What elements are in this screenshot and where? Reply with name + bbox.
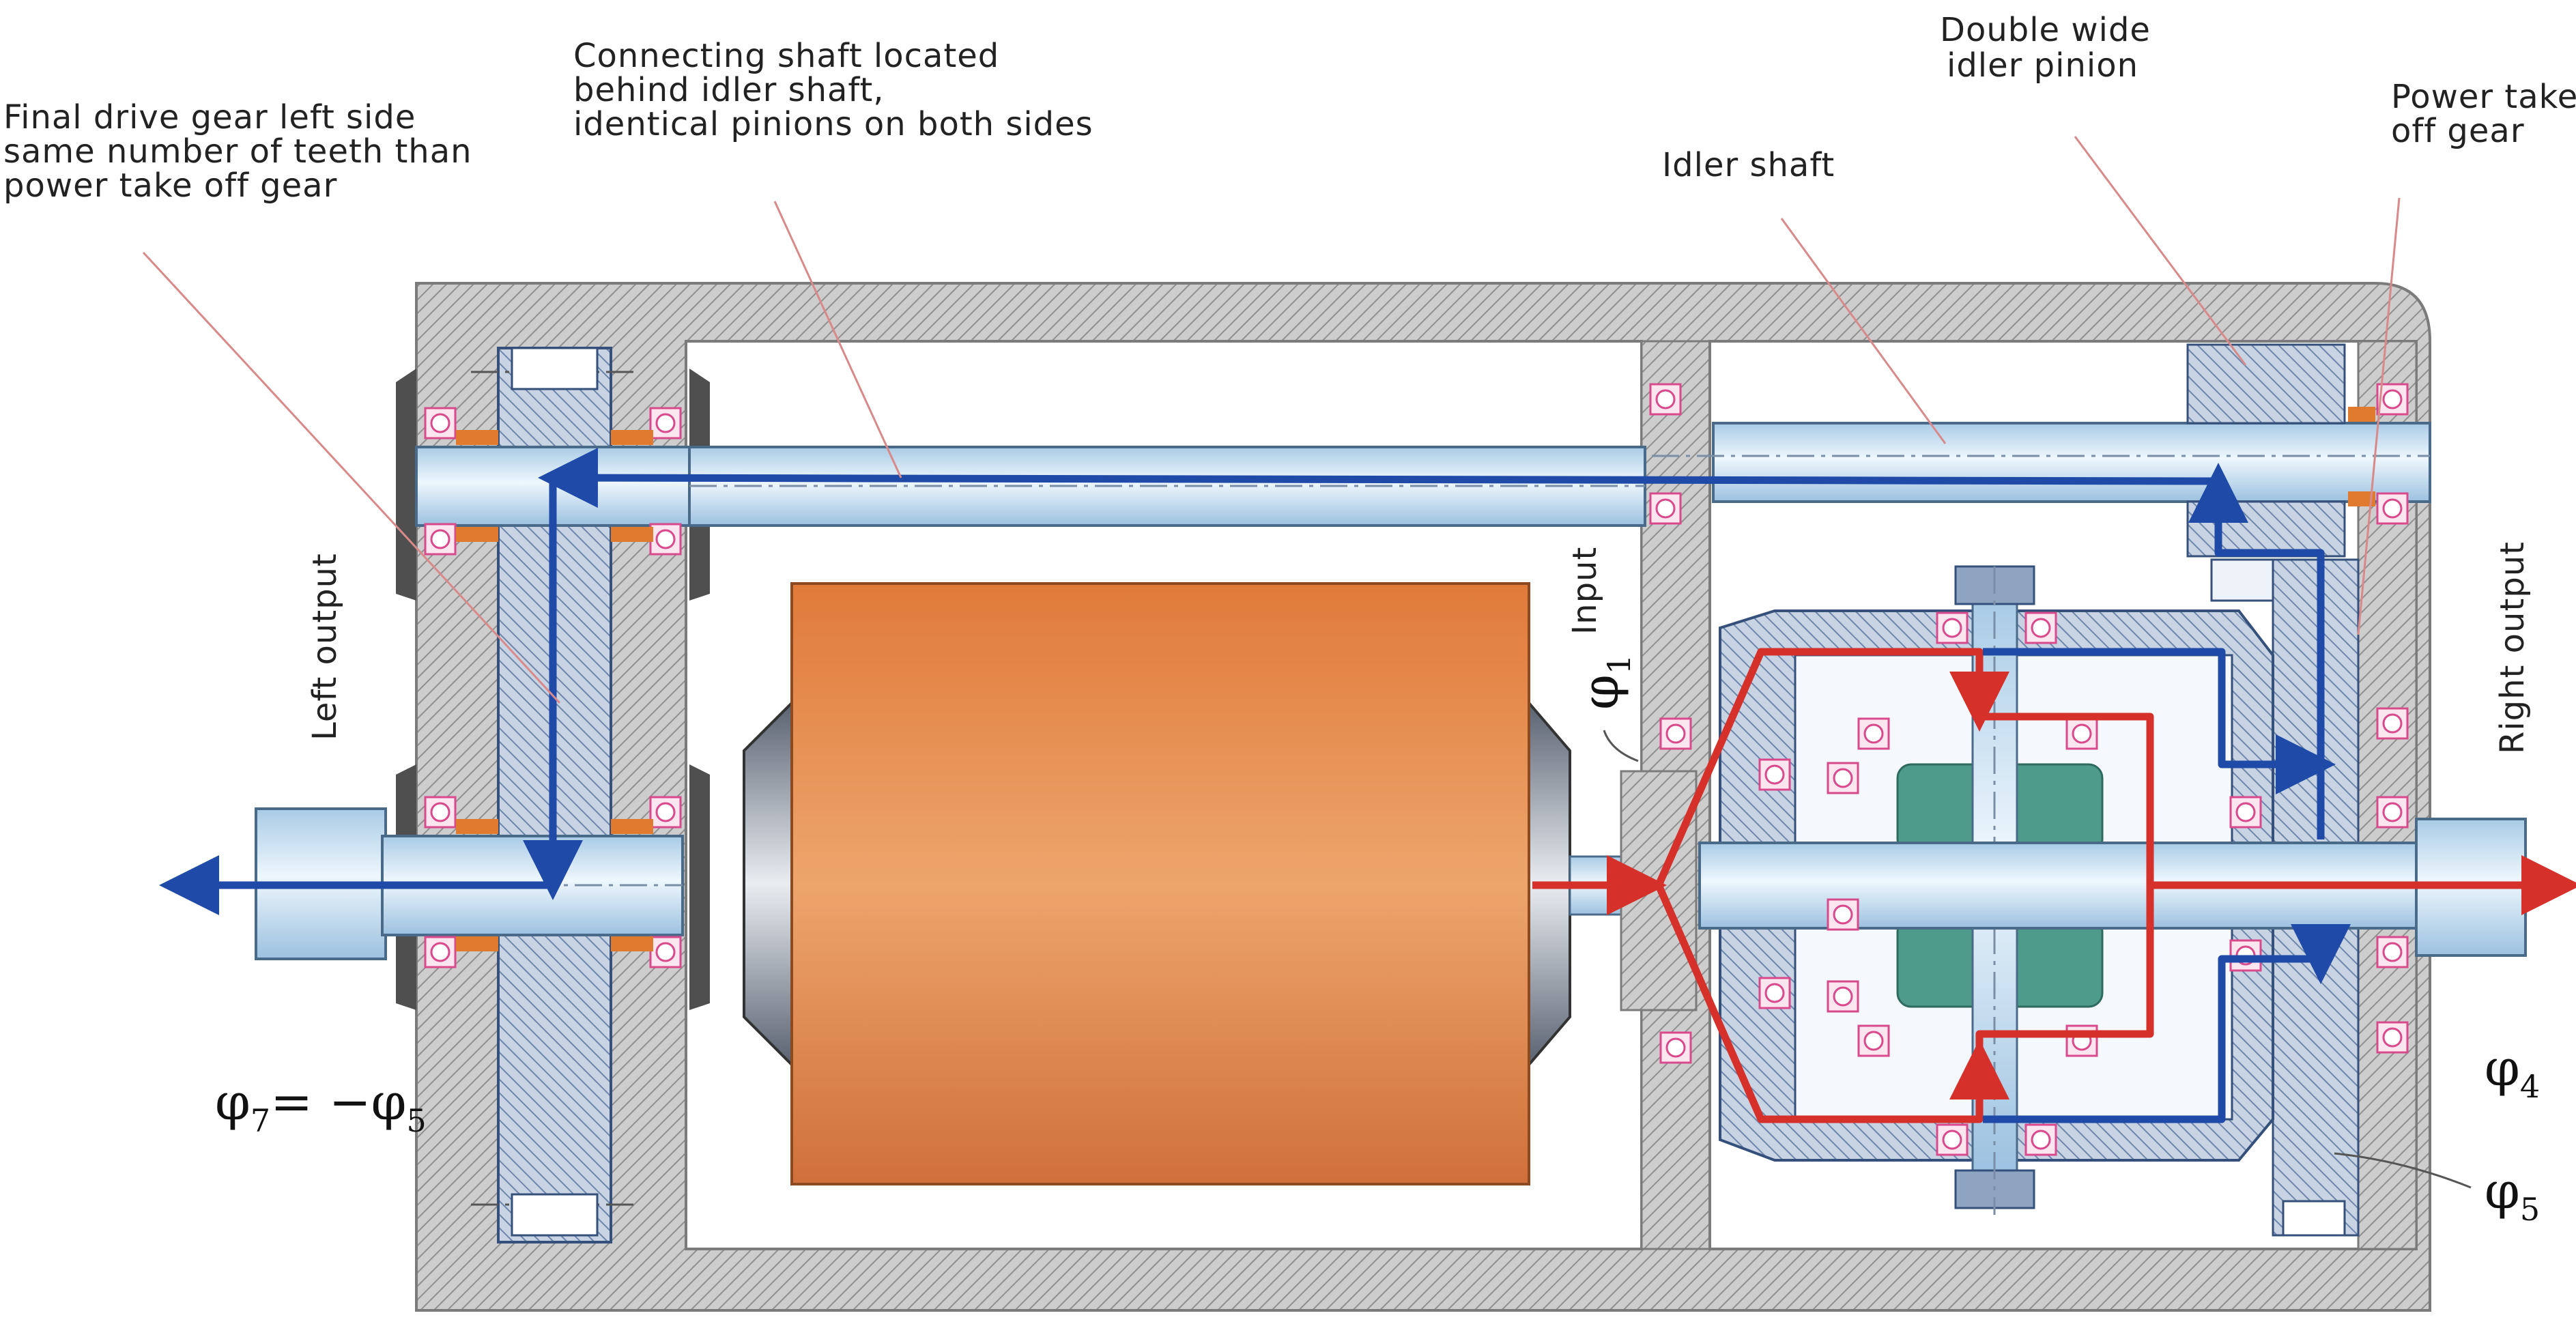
- bearing-ball: [1665, 723, 1686, 744]
- bearing-ball: [430, 413, 450, 433]
- phi4-symbol: φ4: [2485, 1039, 2540, 1105]
- phi1-symbol: φ1: [1571, 655, 1637, 710]
- motor: [743, 582, 1571, 1185]
- left-output-label: Left output: [306, 553, 344, 741]
- connecting-shaft-label-2: behind idler shaft,: [573, 71, 885, 109]
- power-flow-input-red: [1532, 648, 2576, 1123]
- svg-text:φ1: φ1: [1571, 655, 1637, 710]
- bearing-ball: [1764, 983, 1785, 1003]
- input-label: Input: [1566, 547, 1604, 635]
- idler-shaft: [1652, 422, 2431, 503]
- bearing-ball: [2031, 1130, 2051, 1150]
- phi5-leader: [2334, 1152, 2472, 1189]
- bearing-ball: [1833, 904, 1853, 925]
- phi7-equation: φ7= −φ5: [215, 1073, 427, 1139]
- double-wide-pinion-label-2: idler pinion: [1947, 46, 2138, 85]
- bearing-ball: [1764, 764, 1785, 785]
- bearing-ball: [2382, 942, 2403, 962]
- bearing-ball: [1863, 1031, 1884, 1051]
- bearing: [2024, 612, 2057, 644]
- angle-symbols: φ1 φ4 φ5 φ7= −φ5: [215, 655, 2540, 1228]
- bearing-ball: [2382, 802, 2403, 822]
- power-take-off-label-2: off gear: [2391, 112, 2525, 150]
- bearing-ball: [1942, 618, 1962, 638]
- phi1-leader: [1603, 730, 1639, 762]
- bearing-ball: [1942, 1130, 1962, 1150]
- bearing: [2376, 936, 2409, 968]
- double-wide-pinion-label-1: Double wide: [1940, 11, 2151, 49]
- leader-lines: [142, 136, 2401, 704]
- bearing-ball: [655, 413, 676, 433]
- power-take-off-label-1: Power take: [2391, 78, 2576, 116]
- bearing: [424, 936, 457, 968]
- final-drive-gear-label-2: same number of teeth than: [3, 132, 472, 171]
- bushings: [456, 407, 2375, 951]
- bearing-ball: [2382, 713, 2403, 734]
- bearing-ball: [1833, 986, 1853, 1007]
- final-drive-gear-label-3: power take off gear: [3, 167, 337, 205]
- bearing-ball: [2382, 1027, 2403, 1048]
- bearing-ball: [430, 942, 450, 962]
- bearing-ball: [1665, 1037, 1686, 1058]
- power-flow-output-blue: [159, 448, 2351, 1123]
- connecting-shaft-label-1: Connecting shaft located: [573, 37, 999, 75]
- bearing-ball: [655, 802, 676, 822]
- bearing-ball: [430, 529, 450, 549]
- bearing-ball: [2235, 802, 2256, 822]
- connecting-shaft: [688, 446, 1646, 527]
- bearing-ball: [1833, 768, 1853, 788]
- connecting-shaft-label-3: identical pinions on both sides: [573, 105, 1093, 143]
- idler-shaft-label: Idler shaft: [1662, 146, 1835, 184]
- bearing-ball: [2031, 618, 2051, 638]
- bearing: [1659, 1031, 1692, 1064]
- bearing-ball: [2382, 498, 2403, 519]
- bearing-ball: [1655, 498, 1676, 519]
- bearing-ball: [2382, 389, 2403, 409]
- bearing-ball: [2072, 723, 2092, 744]
- phi5-symbol: φ5: [2485, 1162, 2540, 1228]
- final-drive-gear-label-1: Final drive gear left side: [3, 98, 416, 136]
- right-output-label: Right output: [2493, 541, 2532, 754]
- bearing-ball: [655, 529, 676, 549]
- text-labels: Final drive gear left side same number o…: [3, 11, 2576, 754]
- bearing-ball: [655, 942, 676, 962]
- bearings: [424, 383, 2409, 1156]
- bearing-ball: [1863, 723, 1884, 744]
- bearing-ball: [430, 802, 450, 822]
- bearing-ball: [1655, 389, 1676, 409]
